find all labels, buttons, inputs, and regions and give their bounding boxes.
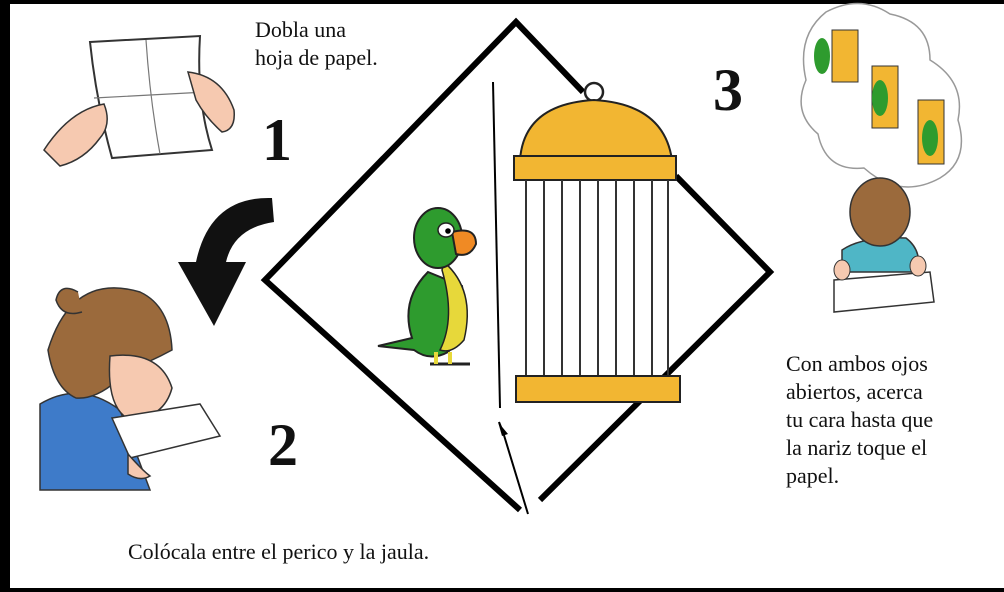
step2-number: 2 <box>268 412 298 478</box>
step3-line2: abiertos, acerca <box>786 379 923 404</box>
step1-line2: hoja de papel. <box>255 45 378 70</box>
step1-line1: Dobla una <box>255 17 347 42</box>
step1-text: Dobla una hoja de papel. <box>255 16 378 72</box>
step2-caption: Colócala entre el perico y la jaula. <box>128 539 430 564</box>
step3-text: Con ambos ojos abiertos, acerca tu cara … <box>786 350 933 490</box>
step3-line5: papel. <box>786 463 840 488</box>
step1-number: 1 <box>262 107 292 173</box>
curved-arrow-icon <box>178 197 274 326</box>
step3-line3: tu cara hasta que <box>786 407 934 432</box>
step3-number: 3 <box>713 57 743 123</box>
parrot-icon <box>377 207 478 366</box>
paper-divider <box>492 81 529 515</box>
boy-drawing-icon <box>833 177 935 313</box>
girl-looking-icon <box>39 287 222 491</box>
step3-line1: Con ambos ojos <box>786 351 928 376</box>
birdcage-icon <box>513 81 681 403</box>
thought-bubble-icon <box>800 2 963 188</box>
diamond-outline <box>260 17 775 513</box>
step3-line4: la nariz toque el <box>786 435 928 460</box>
folded-paper-icon <box>43 34 235 167</box>
